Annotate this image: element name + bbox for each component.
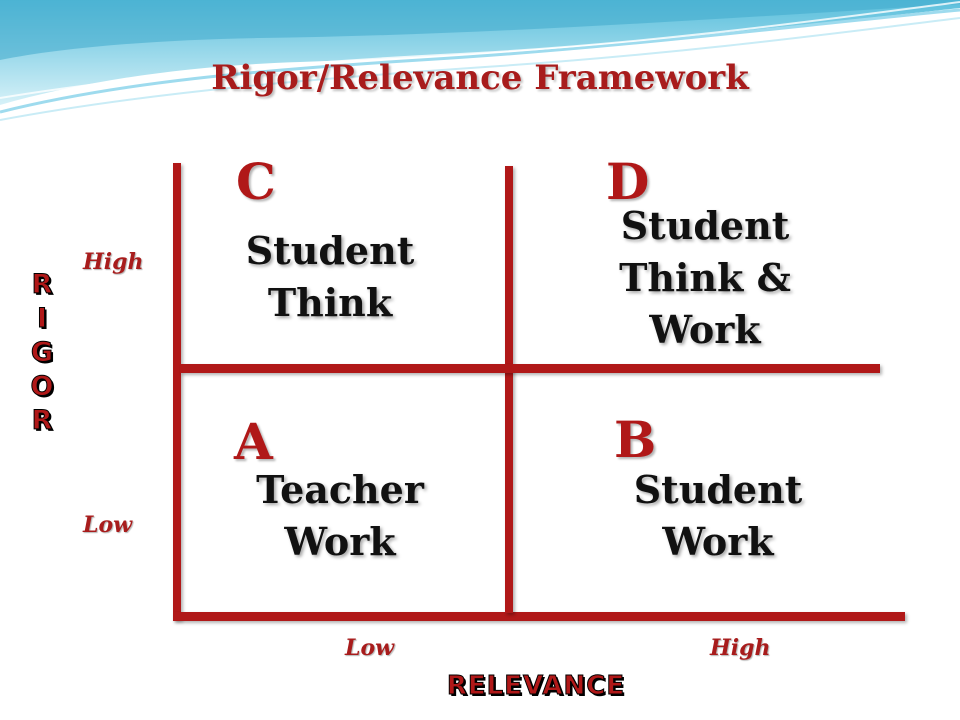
rigor-axis-title: R I G O R [26, 268, 58, 438]
rigor-letter-4: O [30, 371, 54, 403]
quadrant-c-text: Student Think [220, 225, 440, 329]
quadrant-d-text: Student Think & Work [590, 200, 820, 356]
rigor-high-label: High [83, 249, 144, 275]
quadrant-b-line-2: Work [662, 519, 774, 564]
quadrant-c-line-1: Student [245, 228, 415, 273]
quadrant-b-line-1: Student [633, 467, 803, 512]
quadrant-d-letter: D [606, 152, 650, 211]
relevance-axis-title: RELEVANCE [446, 671, 626, 702]
rigor-letter-1: R [31, 269, 53, 301]
relevance-axis-line [173, 612, 905, 621]
quadrant-d-line-1: Student [620, 203, 790, 248]
quadrant-a-letter: A [234, 412, 273, 471]
rigor-letter-2: I [36, 303, 48, 335]
quadrant-d-line-3: Work [649, 307, 761, 352]
quadrant-b-text: Student Work [603, 464, 833, 568]
quadrant-c-letter: C [236, 152, 276, 211]
quadrant-a-line-2: Work [284, 519, 396, 564]
rigor-low-label: Low [83, 512, 133, 538]
rigor-axis-line [173, 163, 181, 620]
quadrant-a-text: Teacher Work [225, 464, 455, 568]
page-title: Rigor/Relevance Framework [211, 58, 749, 98]
rigor-letter-5: R [31, 405, 53, 437]
quadrant-d-line-2: Think & [619, 255, 791, 300]
quadrant-b-letter: B [614, 410, 657, 469]
quadrant-a-line-1: Teacher [256, 467, 424, 512]
rigor-letter-3: G [30, 337, 54, 369]
relevance-low-label: Low [345, 635, 395, 661]
horizontal-divider [180, 364, 880, 373]
relevance-high-label: High [710, 635, 771, 661]
header-wave-decoration [0, 0, 960, 121]
vertical-divider [505, 166, 513, 613]
quadrant-c-line-2: Think [267, 280, 393, 325]
